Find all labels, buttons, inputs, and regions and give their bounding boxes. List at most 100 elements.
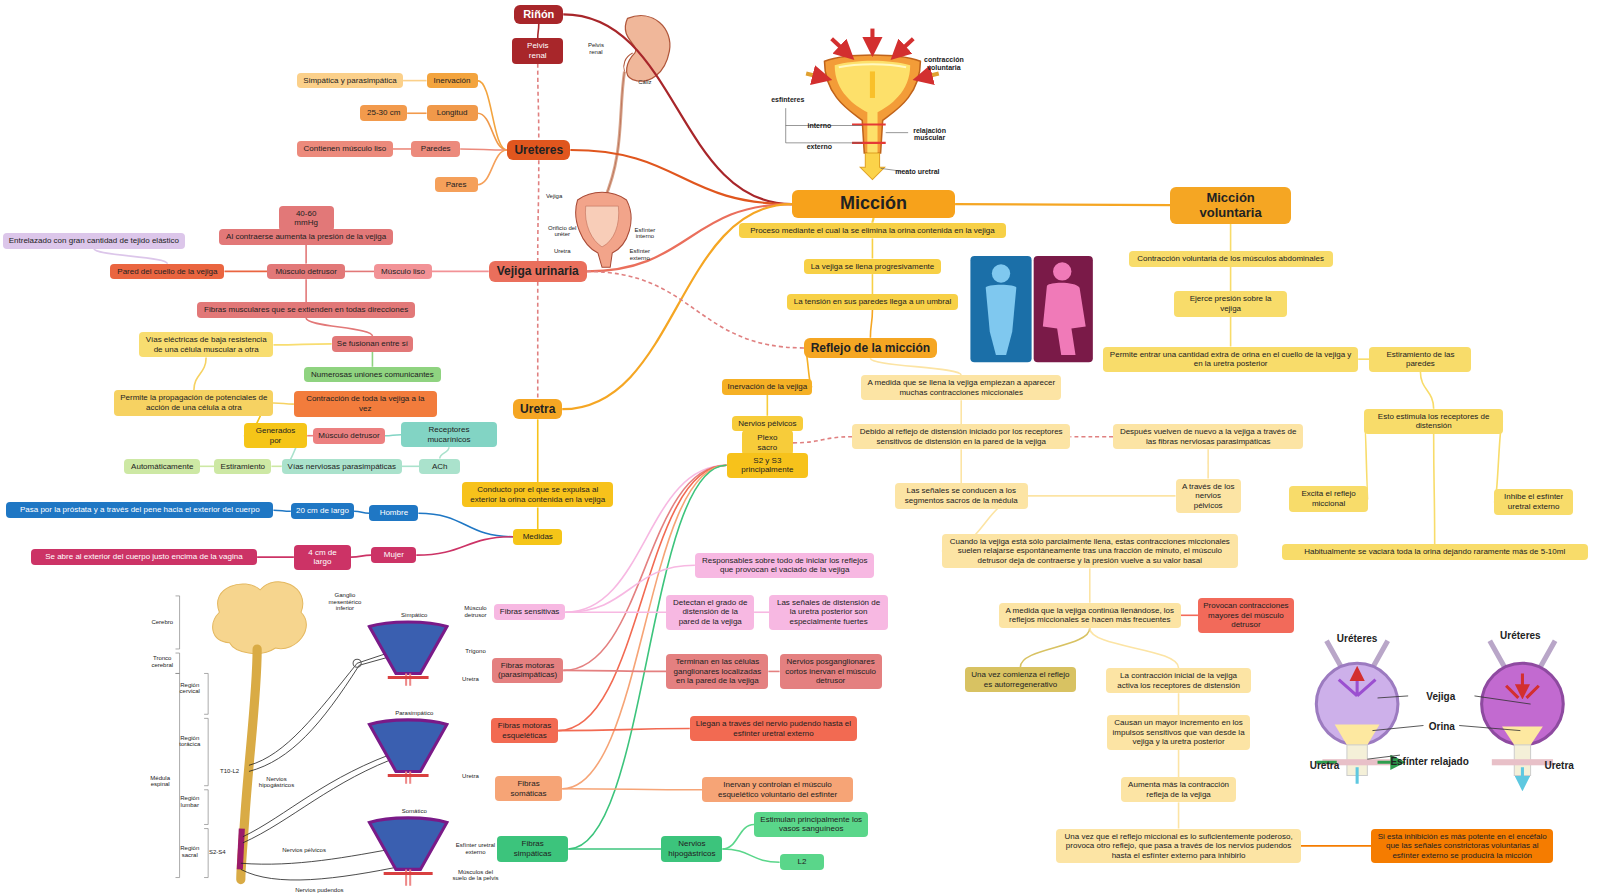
node-text: Una vez que el reflejo miccional es lo s… [1061, 832, 1296, 861]
node-text: Automáticamente [129, 462, 195, 472]
mindmap-box: Plexo sacro [742, 430, 793, 455]
figure-label: Uréteres [1485, 629, 1556, 640]
connector [960, 400, 962, 424]
node-text: Inervación de la vejiga [727, 382, 807, 392]
mindmap-box: Longitud [427, 105, 478, 121]
node-text: Ejerce presión sobre la vejiga [1179, 294, 1281, 313]
connector [1178, 693, 1180, 715]
node-text: Micción voluntaria [1175, 190, 1285, 221]
node-text: Reflejo de la micción [809, 341, 932, 355]
figure-label: relajación muscular [904, 127, 955, 142]
figure-label: Pelvis renal [581, 42, 612, 55]
figure-label: Médula espinal [143, 775, 178, 788]
mindmap-box: Estiramiento [214, 459, 271, 475]
node-text: Nervios pélvicos [737, 419, 798, 429]
node-text: S2 y S3 principalmente [732, 456, 804, 475]
mindmap-box: Inervan y controlan el músculo esqueléti… [702, 777, 853, 802]
figure-label: Somático [389, 808, 440, 815]
node-text: Se abre al exterior del cuerpo justo enc… [36, 552, 253, 562]
node-text: 4 cm de largo [299, 548, 346, 567]
connector [345, 271, 375, 273]
node-text: Simpática y parasimpática [302, 76, 398, 86]
node-text: Fibras somáticas [500, 779, 557, 798]
connector [478, 81, 508, 150]
mindmap-box: Pasa por la próstata y a través del pene… [6, 502, 273, 518]
mindmap-box: Receptores mucarínicos [401, 422, 497, 447]
mindmap-box: Inhibe el esfínter uretral externo [1494, 489, 1574, 514]
connector [754, 611, 769, 613]
mindmap-box: Inervación de la vejiga [722, 379, 812, 395]
connector [1020, 628, 1089, 667]
mindmap-box: Simpática y parasimpática [297, 73, 403, 89]
node-text: A medida que se llena la vejiga empiezan… [866, 378, 1056, 397]
toilet-icons [970, 256, 1092, 362]
node-text: Medidas [518, 532, 557, 542]
connector [1178, 750, 1180, 777]
connector [1181, 614, 1198, 616]
connector [403, 80, 426, 82]
connector [1090, 628, 1179, 668]
figure-label: meato uretral [889, 169, 946, 177]
mindmap-box: Inervación [427, 73, 478, 89]
figure-label: Uretra [452, 675, 489, 682]
figure-label: S2-S4 [202, 849, 233, 856]
node-text: Fibras musculares que se extienden en to… [202, 305, 410, 315]
mindmap-box: Generados por [244, 423, 307, 448]
connector [1070, 436, 1113, 438]
connector [305, 245, 307, 264]
connector [418, 513, 513, 536]
mindmap-box: Terminan en las células ganglionares loc… [666, 654, 768, 689]
mindmap-box: Contienen músculo liso [297, 141, 393, 157]
mindmap-box: S2 y S3 principalmente [727, 453, 809, 478]
connector [271, 466, 281, 468]
node-text: Detectan el grado de distensión de la pa… [671, 598, 749, 627]
connector [224, 271, 267, 273]
node-text: Estimulan principalmente los vasos sangu… [759, 815, 863, 834]
topic-box: Uretra [513, 399, 562, 419]
mindmap-box: Pared del cuello de la vejiga [110, 264, 224, 280]
mindmap-box: Provocan contracciones mayores del múscu… [1198, 598, 1294, 633]
node-text: 25-30 cm [365, 108, 402, 118]
mindmap-box: Músculo detrusor [313, 428, 384, 444]
node-text: Proceso mediante el cual la se elimina l… [744, 226, 1001, 236]
node-text: Permite entrar una cantidad extra de ori… [1108, 350, 1353, 369]
node-text: A través de los nervios pélvicos [1181, 482, 1236, 511]
node-text: Uretra [518, 402, 557, 416]
node-text: Hombre [374, 508, 413, 518]
node-text: Contracción de toda la vejiga a la vez [299, 394, 432, 413]
connector [385, 435, 401, 436]
node-text: Terminan en las células ganglionares loc… [671, 657, 763, 686]
connector [587, 271, 804, 348]
connector [305, 279, 307, 302]
node-text: Las señales se conducen a los segmentos … [900, 486, 1023, 505]
node-text: Se fusionan entre sí [337, 339, 409, 349]
mindmap-box: Si esta inhibición es más potente en el … [1371, 829, 1553, 864]
figure-label: Región torácica [174, 735, 205, 748]
mindmap-box: Cuando la vejiga está sólo parcialmente … [942, 534, 1238, 569]
mindmap-box: Numerosas uniones comunicantes [304, 367, 441, 383]
node-text: Vías eléctricas de baja resistencia de u… [144, 335, 269, 354]
connector [955, 204, 1170, 205]
connector [354, 511, 369, 513]
mindmap-box: Se fusionan entre sí [332, 336, 414, 352]
mindmap-box: Pares [435, 177, 478, 193]
mindmap-box: ACh [419, 459, 460, 475]
node-text: La vejiga se llena progresivamente [809, 262, 936, 272]
node-text: Pasa por la próstata y a través del pene… [11, 505, 268, 515]
mindmap-box: Una vez comienza el reflejo es autorrege… [965, 667, 1075, 692]
mindmap-box: 20 cm de largo [291, 503, 354, 519]
connector [1207, 449, 1209, 478]
node-text: Fibras motoras esqueléticas [496, 721, 553, 740]
mindmap-box: Después vuelven de nuevo a la vejiga a t… [1113, 424, 1303, 449]
connector [793, 437, 852, 443]
node-text: Causan un mayor incremento en los impuls… [1112, 718, 1245, 747]
connector [568, 848, 661, 850]
mindmap-box: Permite la propagación de potenciales de… [114, 390, 273, 415]
connector [273, 510, 290, 511]
figure-label: Orina [1416, 720, 1467, 731]
mindmap-box: 25-30 cm [360, 105, 407, 121]
mindmap-box: Estiramiento de las paredes [1369, 347, 1471, 372]
topic-box: Riñón [514, 5, 563, 24]
node-text: Contienen músculo liso [302, 144, 388, 154]
connector [1301, 845, 1371, 847]
